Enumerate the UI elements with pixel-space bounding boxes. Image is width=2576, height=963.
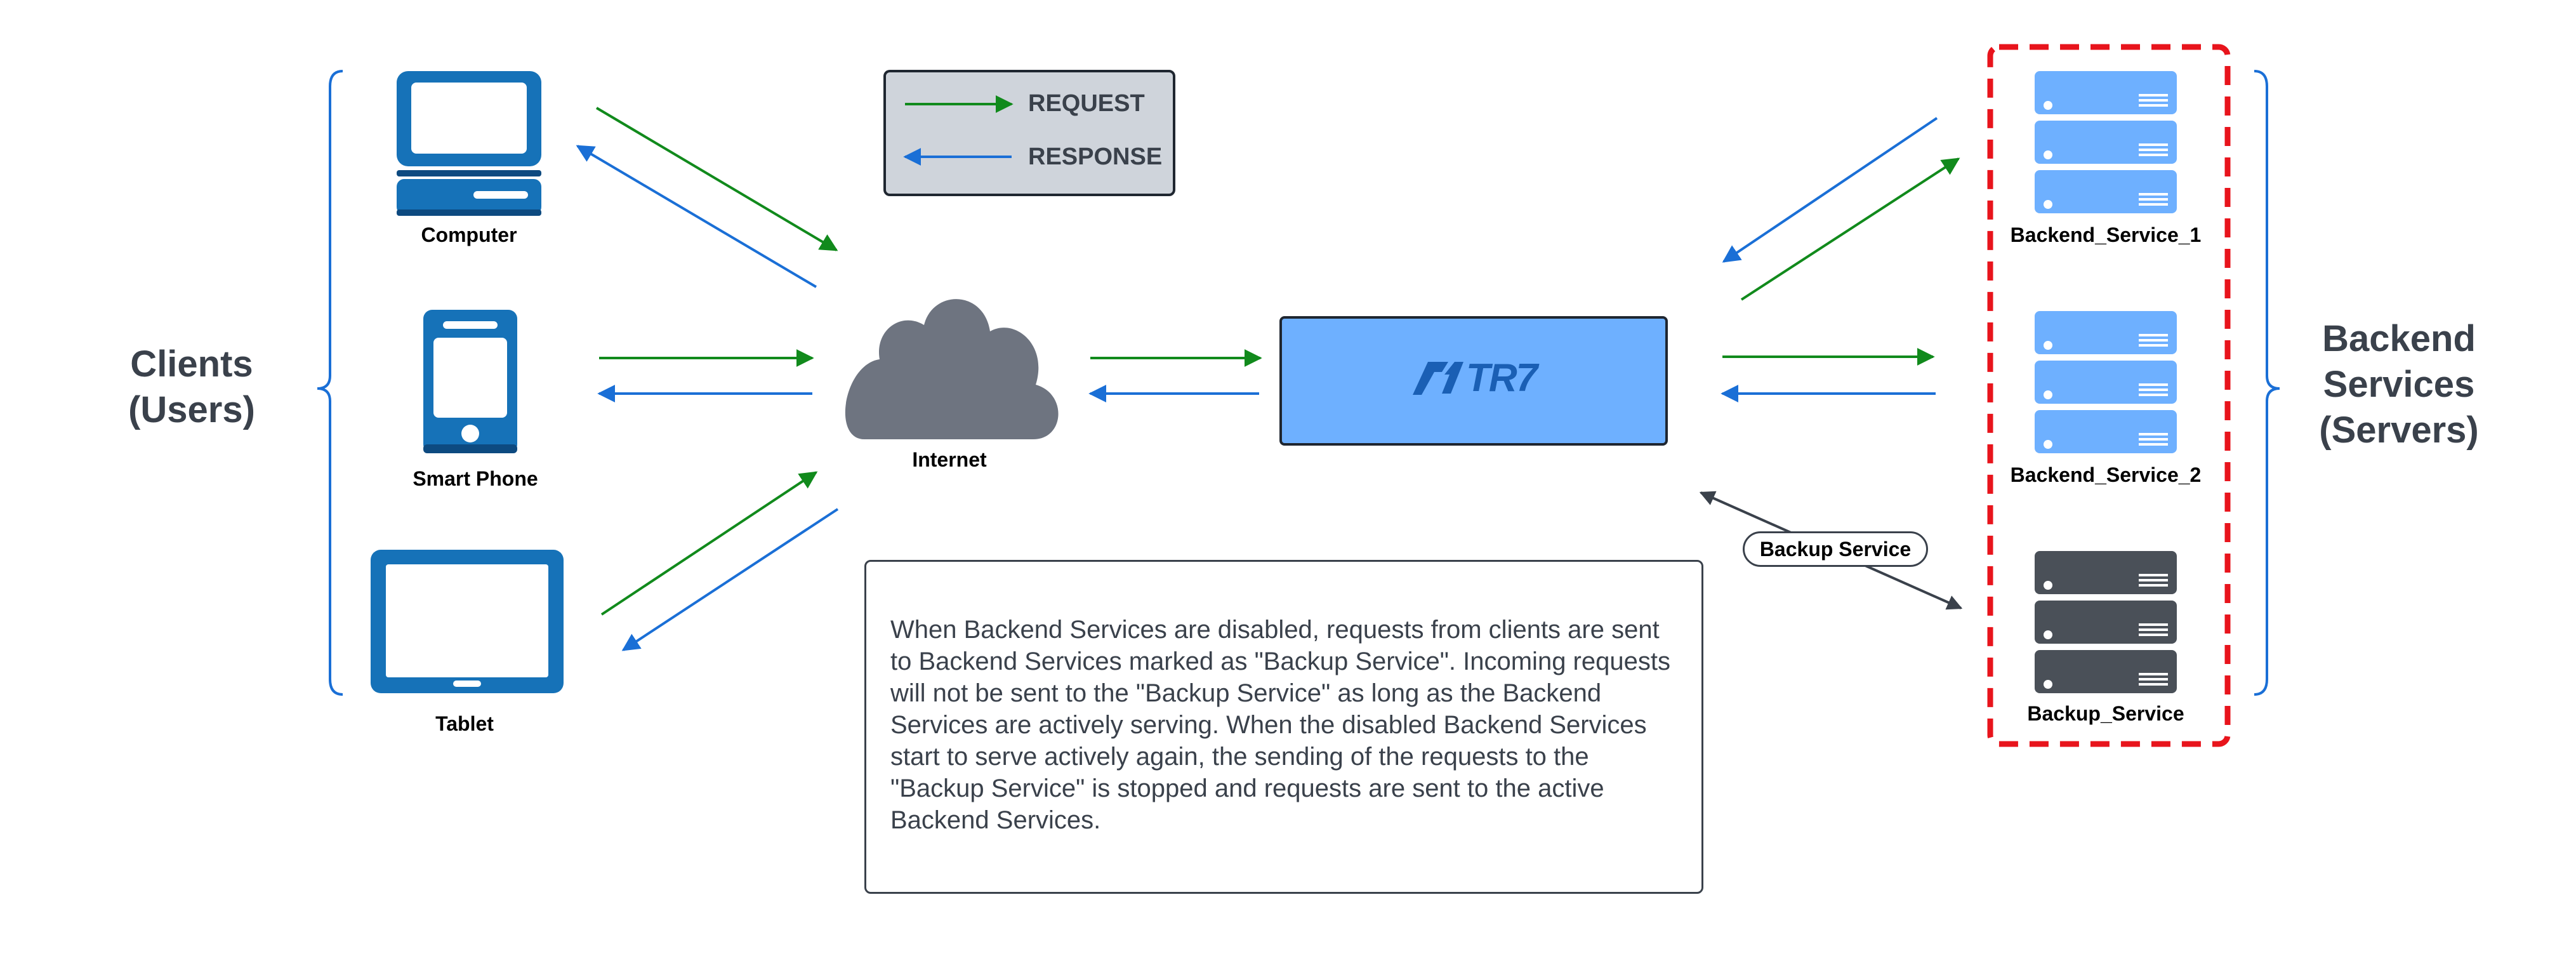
- backup-service-note: When Backend Services are disabled, requ…: [864, 560, 1703, 894]
- server-stack-backend-service-2: [2035, 311, 2177, 453]
- backend-service-2-label: Backend_Service_2: [2010, 463, 2202, 486]
- backend-title-line3: (Servers): [2319, 409, 2479, 451]
- backup-service-pill: Backup Service: [1743, 531, 1928, 567]
- backend-title-line2: Services: [2323, 364, 2475, 405]
- legend-box: [883, 70, 1175, 196]
- smartphone-icon: [423, 310, 517, 453]
- server-stack-backup-service: [2035, 551, 2177, 693]
- legend-request-label: REQUEST: [1028, 90, 1145, 117]
- request-arrow-tr7-backend1: [1740, 157, 1960, 301]
- request-arrow-computer-internet: [595, 107, 838, 251]
- response-arrow-backend1-tr7: [1722, 117, 1938, 263]
- clients-title-line1: Clients: [130, 343, 253, 385]
- server-stack-backend-service-1: [2035, 71, 2177, 213]
- backend-title-line1: Backend: [2322, 318, 2476, 359]
- computer-icon: [397, 71, 541, 216]
- clients-title-line2: (Users): [128, 389, 255, 430]
- response-arrow-internet-tablet: [621, 508, 839, 651]
- backend-title: Backend Services (Servers): [2319, 316, 2478, 453]
- request-arrow-tablet-internet: [600, 471, 818, 616]
- tr7-logo-icon: [1413, 362, 1463, 395]
- backend-service-1-label: Backend_Service_1: [2010, 223, 2202, 246]
- tablet-icon: [371, 550, 564, 693]
- backup-service-label: Backup_Service: [2027, 702, 2184, 725]
- tablet-label: Tablet: [435, 712, 494, 735]
- smart-phone-label: Smart Phone: [413, 467, 538, 490]
- response-arrow-internet-computer: [576, 145, 817, 288]
- clients-title: Clients (Users): [128, 342, 255, 433]
- tr7-box: [1279, 316, 1668, 446]
- tr7-logo-text: TR7: [1466, 356, 1538, 400]
- note-text: When Backend Services are disabled, requ…: [890, 616, 1670, 834]
- internet-label: Internet: [912, 448, 987, 471]
- backend-group-border: [1987, 44, 2231, 747]
- cloud-icon: [845, 299, 1059, 439]
- backend-bracket: [2254, 70, 2280, 696]
- computer-label: Computer: [421, 223, 517, 246]
- legend-response-label: RESPONSE: [1028, 143, 1163, 170]
- clients-bracket: [317, 70, 343, 696]
